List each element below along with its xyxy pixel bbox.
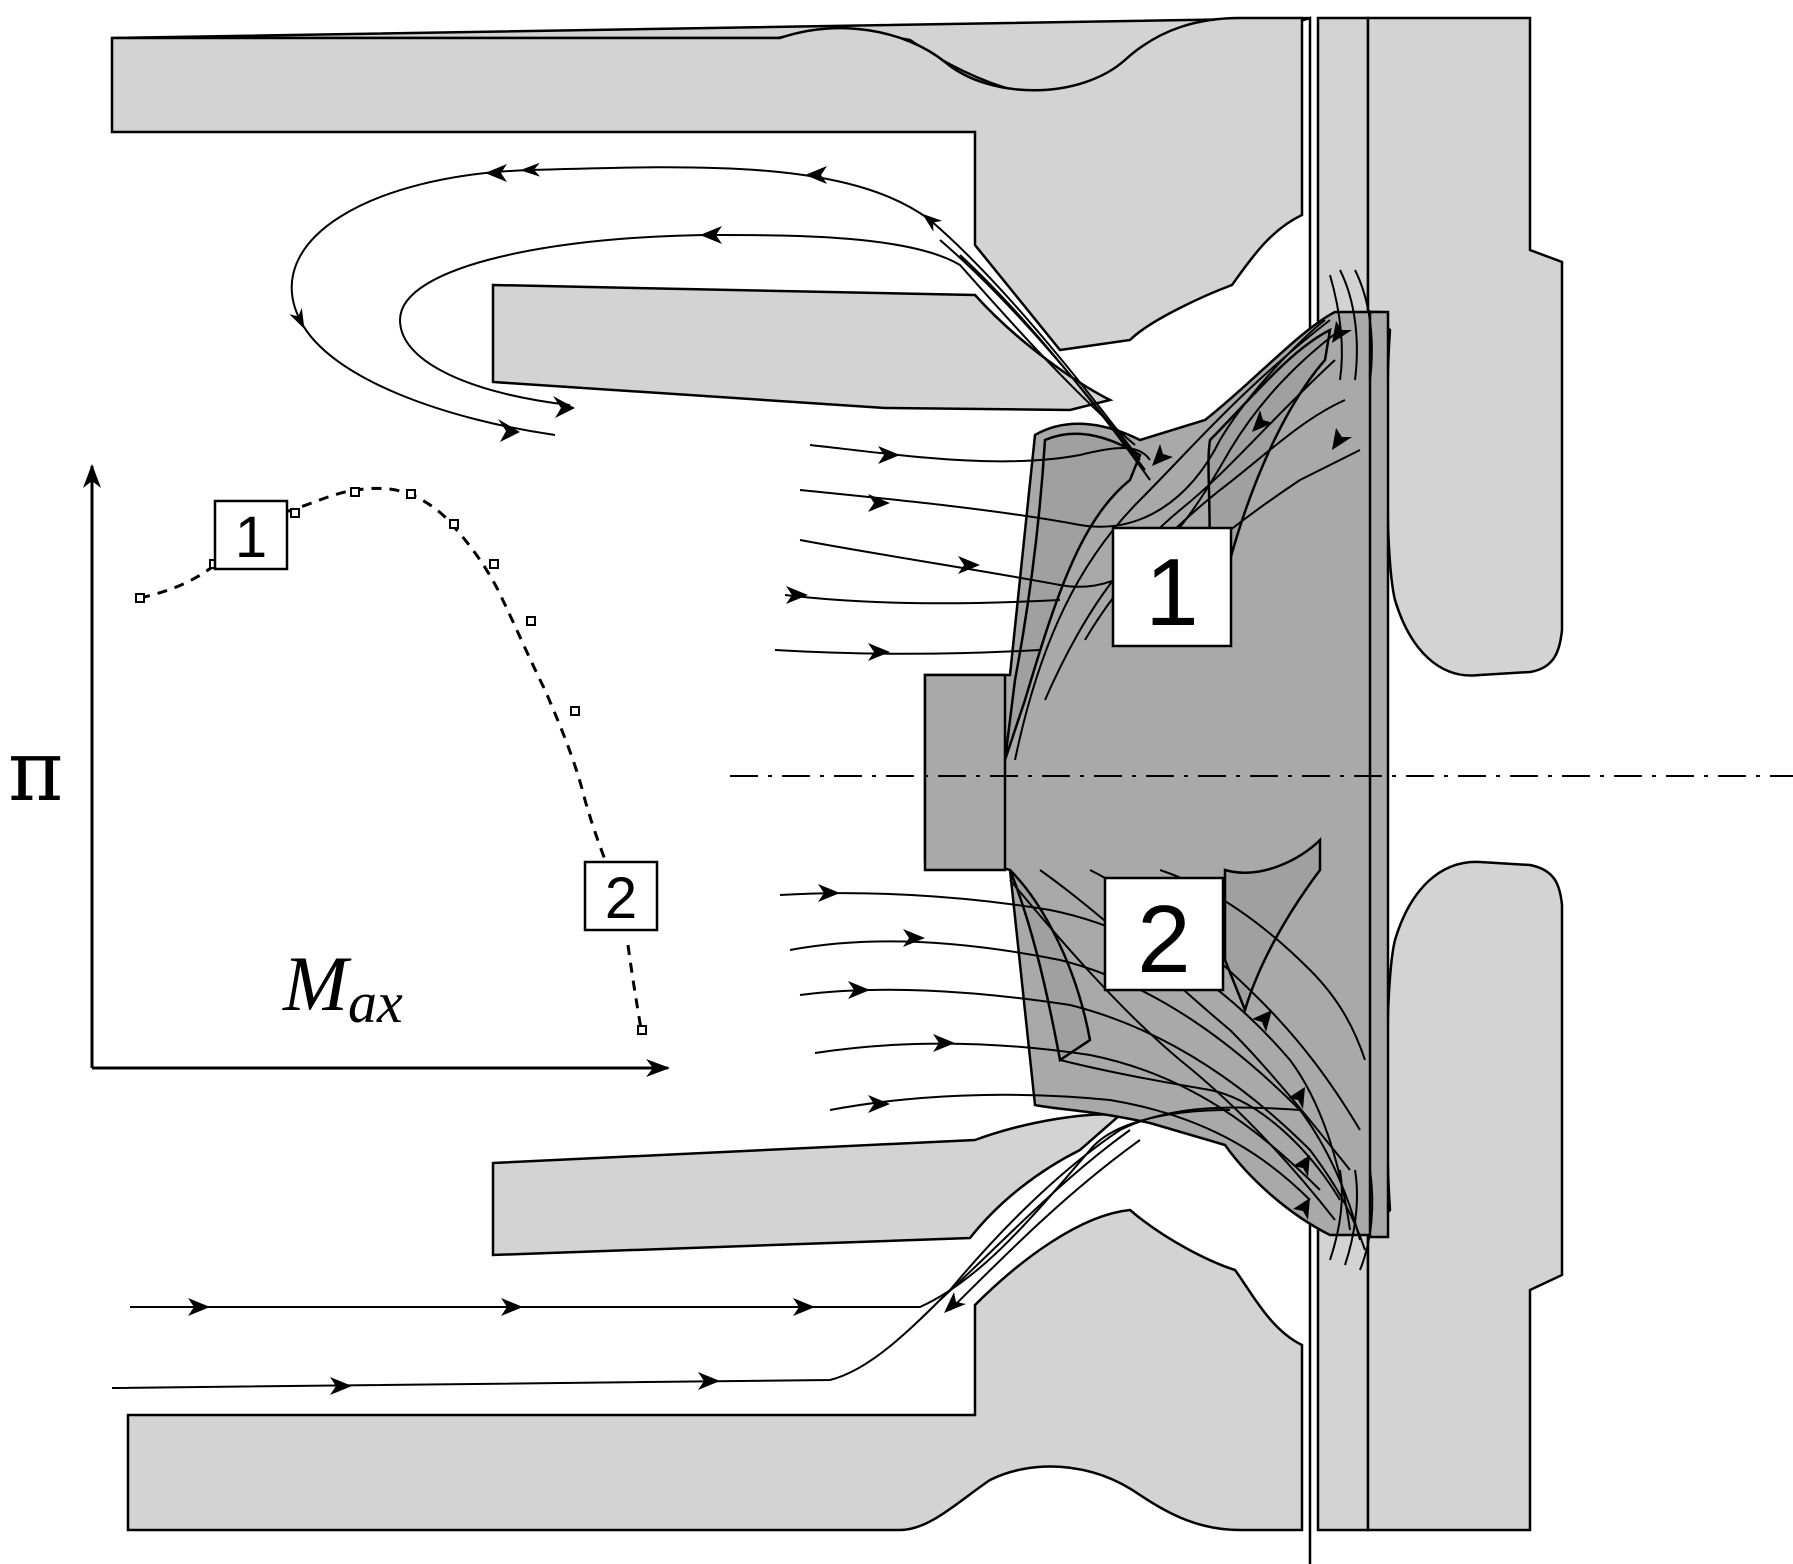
inflow-bot-5 [829,1093,1311,1201]
arrow-in-bot-3 [848,981,870,999]
curve-point [489,559,499,569]
curve-point [406,489,416,499]
recirc-loop-outer [289,162,1141,461]
arrow-in-top-9 [1332,428,1352,450]
inflow-bot-4 [814,1042,1321,1191]
arrow-bypass-5 [698,1372,720,1390]
curve-marker-1-text: 1 [235,505,267,570]
arrow-bypass-6 [944,1292,966,1313]
inflow-top-5 [774,649,1041,655]
arrow-in-bot-5 [868,1095,890,1113]
arrow-in-bot-6 [1252,1010,1272,1032]
impeller-backplate [1368,310,1390,1239]
arrow-in-bot-4 [933,1034,955,1052]
curve-point [637,1025,647,1035]
arrow-in-bot-1 [818,884,840,902]
arrow-in-top-1 [878,446,900,464]
x-axis-label-sub: ax [348,970,403,1035]
impeller-marker-2-text: 2 [1137,886,1190,993]
arrow-recirc-2 [805,166,827,184]
curve-point [570,706,580,716]
impeller-marker-1: 1 [1111,526,1233,648]
performance-curve [139,486,644,1036]
impeller-marker-2: 2 [1103,876,1225,993]
arrow-in-top-7 [1252,410,1273,432]
blade-upper-1 [1003,432,1142,761]
curve-point [135,593,145,603]
arrow-recirc-4 [553,396,575,418]
diffuser-block-bottom [1366,860,1564,1532]
blade-contour-lines [1009,319,1366,1221]
arrow-in-top-4 [786,586,808,604]
arrow-bypass-2 [501,1298,523,1316]
inflow-top-2 [799,319,1326,528]
arrow-in-top-2 [868,494,890,512]
arrow-bypass-3 [793,1298,815,1316]
impeller-marker-1-text: 1 [1145,539,1198,646]
arrow-recirc-3 [700,226,722,244]
arrow-in-bot-7 [1288,1087,1305,1109]
arrow-in-bot-8 [1293,1155,1310,1177]
diffuser-block-top [1366,16,1564,677]
curve-marker-2: 2 [583,860,659,932]
arrow-in-bot-2 [903,929,925,947]
performance-plot: π Max 1 2 [8,464,670,1077]
impeller [923,310,1390,1239]
top-housing-block [110,16,1304,352]
curve-marker-1: 1 [213,499,289,571]
inflow-bot-3 [799,988,1366,1251]
impeller-nose [923,673,1007,872]
curve-point [449,519,459,529]
arrow-in-top-8 [1332,321,1352,343]
inflow-top-4 [784,594,1061,605]
curve-point [526,616,536,626]
arrow-recirc-1 [485,164,507,182]
curve-point [350,487,360,497]
arrow-bypass-1 [188,1298,210,1316]
flow-arrows [188,164,1352,1395]
blade-lower-2 [1223,836,1322,1014]
y-axis-symbol: π [8,722,63,820]
top-inner-shroud [491,283,1114,412]
bottom-inner-shroud [491,1113,1123,1257]
arrow-in-top-5 [868,643,890,661]
curve-marker-2-text: 2 [605,866,637,931]
curve-points [135,487,647,1035]
x-axis-label-main: M [282,940,352,1027]
arrow-bypass-4 [330,1377,352,1395]
inflow-top-1 [809,444,1151,463]
bypass-stream-2 [111,1106,1301,1389]
curve-point [290,508,300,518]
arrow-recirc-5 [498,419,520,442]
x-axis-label: Max [282,940,403,1035]
arrow-in-top-6 [1152,444,1173,466]
arrow-in-top-3 [958,556,980,574]
arrow-in-bot-9 [1293,1198,1310,1220]
bottom-housing-block [126,1208,1304,1532]
